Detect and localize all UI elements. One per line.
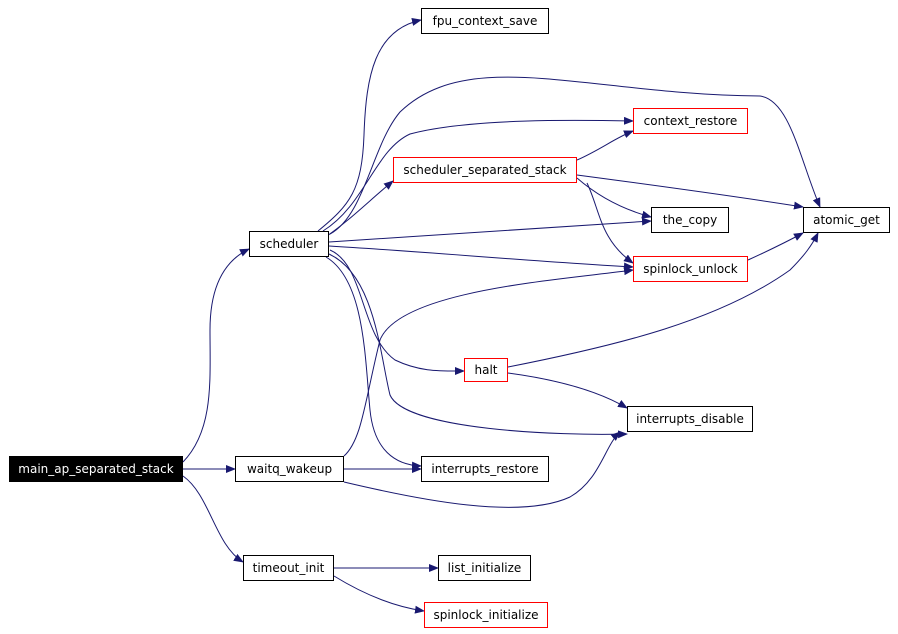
node-the-copy[interactable]: the_copy	[651, 207, 729, 233]
edge-scheduler-to-halt	[329, 249, 465, 376]
edge-halt-to-atomic-get	[507, 232, 819, 368]
edge-timeout-init-to-spinlock-initialize	[333, 575, 425, 614]
node-halt[interactable]: halt	[464, 358, 508, 382]
edge-scheduler-to-interrupts-restore	[325, 256, 422, 470]
edge-halt-to-interrupts-disable	[507, 372, 628, 409]
node-interrupts-disable[interactable]: interrupts_disable	[627, 406, 753, 432]
edge-scheduler-to-context-restore	[322, 116, 634, 232]
edge-scheduler-to-scheduler-separated-stack	[326, 180, 394, 237]
node-waitq-wakeup[interactable]: waitq_wakeup	[235, 456, 344, 482]
edge-scheduler-separated-stack-to-atomic-get	[576, 174, 804, 210]
node-interrupts-restore[interactable]: interrupts_restore	[421, 456, 549, 482]
edge-waitq-wakeup-to-spinlock-unlock	[343, 267, 634, 457]
edge-scheduler-to-fpu-context-save	[317, 18, 422, 232]
edge-scheduler-to-the-copy	[328, 217, 652, 243]
node-scheduler-separated-stack[interactable]: scheduler_separated_stack	[393, 157, 577, 183]
edge-scheduler-separated-stack-to-spinlock-unlock	[586, 182, 634, 264]
node-context-restore[interactable]: context_restore	[633, 108, 748, 134]
edge-scheduler-separated-stack-to-the-copy	[576, 177, 652, 219]
node-main-ap-separated-stack[interactable]: main_ap_separated_stack	[9, 456, 183, 482]
edge-scheduler-to-spinlock-unlock	[328, 245, 634, 271]
node-list-initialize[interactable]: list_initialize	[438, 555, 531, 581]
edge-main-ap-separated-stack-to-timeout-init	[182, 475, 244, 563]
edge-scheduler-to-interrupts-disable	[328, 253, 628, 439]
edge-spinlock-unlock-to-atomic-get	[747, 232, 804, 261]
node-atomic-get[interactable]: atomic_get	[803, 207, 890, 233]
node-fpu-context-save[interactable]: fpu_context_save	[421, 8, 549, 34]
node-spinlock-unlock[interactable]: spinlock_unlock	[633, 256, 748, 282]
edge-main-ap-separated-stack-to-scheduler	[182, 248, 250, 463]
edge-scheduler-separated-stack-to-context-restore	[576, 130, 634, 161]
node-spinlock-initialize[interactable]: spinlock_initialize	[424, 602, 548, 628]
node-scheduler[interactable]: scheduler	[249, 231, 329, 257]
edge-scheduler-to-atomic-get	[329, 76, 821, 235]
node-timeout-init[interactable]: timeout_init	[243, 555, 334, 581]
edge-waitq-wakeup-to-interrupts-disable	[343, 431, 621, 508]
